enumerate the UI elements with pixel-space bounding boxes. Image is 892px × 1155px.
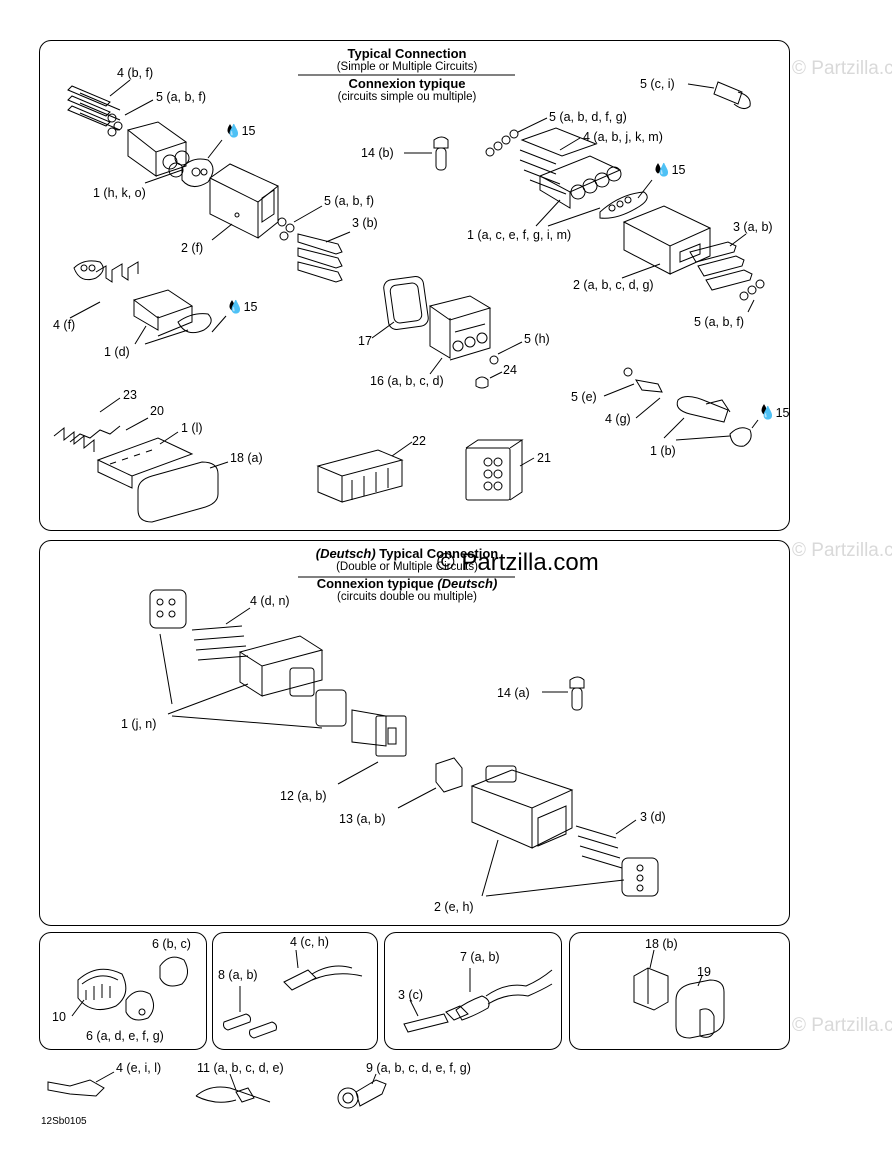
callout-label: 4 (e, i, l) (116, 1061, 162, 1075)
panel-grommets (39, 932, 207, 1050)
callout-label: 4 (c, h) (290, 935, 329, 949)
callout-label: 24 (503, 363, 517, 377)
callout-label: 3 (b) (352, 216, 378, 230)
callout-label: 5 (e) (571, 390, 597, 404)
callout-label: 3 (d) (640, 810, 666, 824)
callout-label: 5 (a, b, f) (694, 315, 745, 329)
panel-covers (569, 932, 790, 1050)
callout-label: 21 (537, 451, 551, 465)
figure-code: 12Sb0105 (41, 1116, 87, 1127)
panel-deutsch-connection (39, 540, 790, 926)
callout-label: 13 (a, b) (339, 812, 386, 826)
callout-label: 1 (h, k, o) (93, 186, 146, 200)
callout-label: 💧15 (226, 124, 256, 138)
callout-label: 1 (j, n) (121, 717, 157, 731)
callout-label: 5 (c, i) (640, 77, 675, 91)
callout-label: 1 (l) (181, 421, 203, 435)
callout-label: 19 (697, 965, 711, 979)
callout-label: 4 (f) (53, 318, 76, 332)
callout-label: 23 (123, 388, 137, 402)
watermark-main: © Partzilla.com (437, 549, 599, 576)
panel2-subtitle-fr: (circuits double ou multiple) (337, 591, 477, 603)
callout-label: 8 (a, b) (218, 968, 258, 982)
panel1-header: Typical Connection (Simple or Multiple C… (300, 46, 514, 104)
callout-label: 17 (358, 334, 372, 348)
panel2-header: (Deutsch) Typical Connection (Double or … (300, 546, 514, 604)
callout-label: 1 (b) (650, 444, 676, 458)
callout-label: 12 (a, b) (280, 789, 327, 803)
callout-label: 20 (150, 404, 164, 418)
callout-label: 5 (a, b, d, f, g) (549, 110, 627, 124)
callout-label: 3 (c) (398, 988, 423, 1002)
panel2-title: Typical Connection (375, 546, 499, 561)
callout-label: 2 (e, h) (434, 900, 474, 914)
callout-label: 2 (f) (181, 241, 204, 255)
panel1-subtitle: (Simple or Multiple Circuits) (336, 61, 478, 73)
callout-label: 4 (a, b, j, k, m) (583, 130, 663, 144)
callout-label: 10 (52, 1010, 66, 1024)
callout-label: 1 (a, c, e, f, g, i, m) (467, 228, 572, 242)
panel2-subtitle: (Double or Multiple Circuits) (336, 561, 478, 573)
callout-label: 18 (a) (230, 451, 263, 465)
callout-label: 14 (b) (361, 146, 394, 160)
callout-label: 18 (b) (645, 937, 678, 951)
panel2-title-fr-italic: (Deutsch) (437, 576, 498, 591)
callout-label: 4 (g) (605, 412, 631, 426)
callout-label: 16 (a, b, c, d) (370, 374, 444, 388)
drop-icon: 💧 (228, 300, 244, 314)
panel1-title: Typical Connection (347, 46, 467, 61)
callout-label: 💧15 (228, 300, 258, 314)
callout-label: 9 (a, b, c, d, e, f, g) (366, 1061, 471, 1075)
callout-label: 3 (a, b) (733, 220, 773, 234)
callout-label: 6 (b, c) (152, 937, 191, 951)
terminal-group (67, 85, 121, 131)
callout-label: 5 (a, b, f) (156, 90, 207, 104)
panel2-title-fr: Connexion typique (316, 576, 438, 591)
watermark: © Partzilla.com (792, 1015, 892, 1036)
callout-label: 5 (a, b, f) (324, 194, 375, 208)
callout-label: 2 (a, b, c, d, g) (573, 278, 654, 292)
panel1-subtitle-fr: (circuits simple ou multiple) (337, 91, 477, 103)
callout-label: 14 (a) (497, 686, 530, 700)
callout-label: 5 (h) (524, 332, 550, 346)
callout-label: 💧15 (760, 406, 790, 420)
callout-label: 6 (a, d, e, f, g) (86, 1029, 164, 1043)
panel1-title-fr: Connexion typique (348, 76, 466, 91)
watermark: © Partzilla.com (792, 540, 892, 561)
callout-label: 1 (d) (104, 345, 130, 359)
callout-label: 11 (a, b, c, d, e) (197, 1061, 284, 1075)
callout-label: 7 (a, b) (460, 950, 500, 964)
callout-label: 4 (d, n) (250, 594, 290, 608)
watermark: © Partzilla.com (792, 58, 892, 79)
panel-typical-connection (39, 40, 790, 531)
callout-label: 4 (b, f) (117, 66, 154, 80)
callout-label: 💧15 (656, 163, 686, 177)
drop-icon: 💧 (760, 406, 776, 420)
panel2-title-italic: (Deutsch) (315, 546, 376, 561)
drop-icon: 💧 (226, 124, 242, 138)
callout-label: 22 (412, 434, 426, 448)
drop-icon: 💧 (656, 163, 672, 177)
